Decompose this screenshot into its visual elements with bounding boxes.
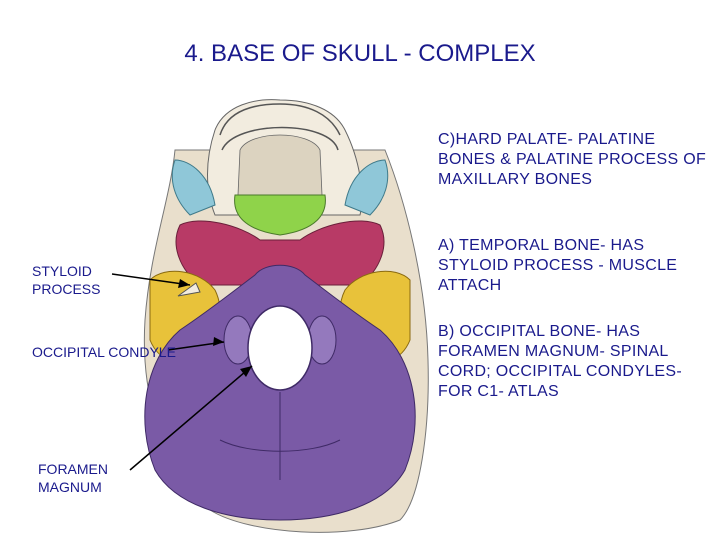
- zygomatic-right: [344, 159, 389, 216]
- foramen-arrowhead: [240, 366, 252, 377]
- palatine-bones: [234, 194, 326, 236]
- foramen-magnum: [247, 305, 313, 391]
- teeth-arch: [219, 103, 341, 151]
- styloid-process: [177, 282, 201, 297]
- styloid-arrowhead: [178, 279, 190, 288]
- temporal-bone-callout: A) TEMPORAL BONE- HAS STYLOID PROCESS - …: [438, 237, 678, 294]
- foramen-magnum-label: FORAMEN MAGNUM: [38, 461, 108, 495]
- hard-palate-callout: C)HARD PALATE- PALATINE BONES & PALATINE…: [438, 131, 707, 188]
- hard-palate-maxillary: [237, 134, 323, 196]
- occipital-bone-callout: B) OCCIPITAL BONE- HAS FORAMEN MAGNUM- S…: [438, 323, 682, 400]
- foramen-pointer: [129, 365, 253, 471]
- occipital-crest: [219, 392, 341, 480]
- styloid-process-label: STYLOID PROCESS: [32, 263, 101, 297]
- occipital-condyle-label: OCCIPITAL CONDYLE: [32, 344, 176, 360]
- styloid-pointer: [111, 273, 191, 286]
- zygomatic-left: [171, 159, 216, 216]
- slide-title: 4. BASE OF SKULL - COMPLEX: [184, 40, 536, 67]
- condyle-arrowhead: [213, 337, 224, 346]
